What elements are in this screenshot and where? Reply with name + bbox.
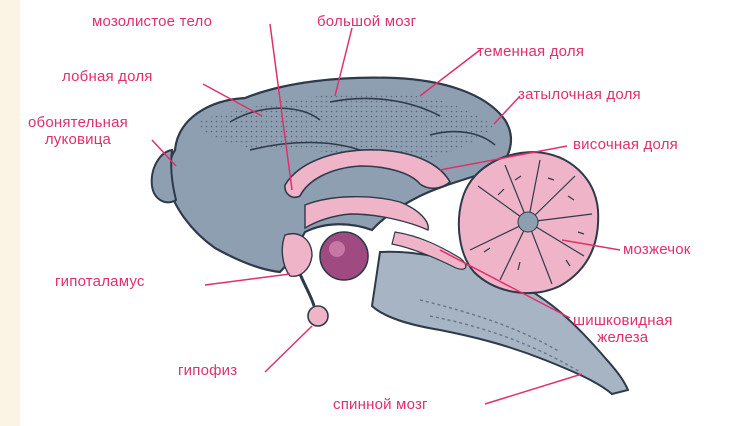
label-cerebellum: мозжечок — [623, 241, 691, 258]
thalamus-highlight — [329, 241, 345, 257]
label-pituitary: гипофиз — [178, 362, 237, 379]
label-spinal-cord: спинной мозг — [333, 396, 428, 413]
label-olfactory-bulb: обонятельная луковица — [28, 114, 128, 148]
label-frontal-lobe: лобная доля — [62, 68, 153, 85]
label-olfactory-bulb-line1: обонятельная — [28, 114, 128, 131]
label-pineal-line1: шишковидная — [573, 312, 673, 329]
thalamus-sphere — [320, 232, 368, 280]
label-parietal-lobe: теменная доля — [477, 43, 584, 60]
label-corpus-callosum: мозолистое тело — [92, 13, 212, 30]
label-pineal-gland: шишковидная железа — [573, 312, 673, 346]
pituitary-stalk — [300, 274, 314, 306]
label-occipital-lobe: затылочная доля — [518, 86, 641, 103]
pituitary-ball — [308, 306, 328, 326]
label-hypothalamus: гипоталамус — [55, 273, 145, 290]
label-olfactory-bulb-line2: луковица — [28, 131, 128, 148]
cerebellum-core — [518, 212, 538, 232]
label-temporal-lobe: височная доля — [573, 136, 678, 153]
label-cerebrum: большой мозг — [317, 13, 416, 30]
label-pineal-line2: железа — [573, 329, 673, 346]
hypothalamus-shape — [282, 234, 312, 277]
